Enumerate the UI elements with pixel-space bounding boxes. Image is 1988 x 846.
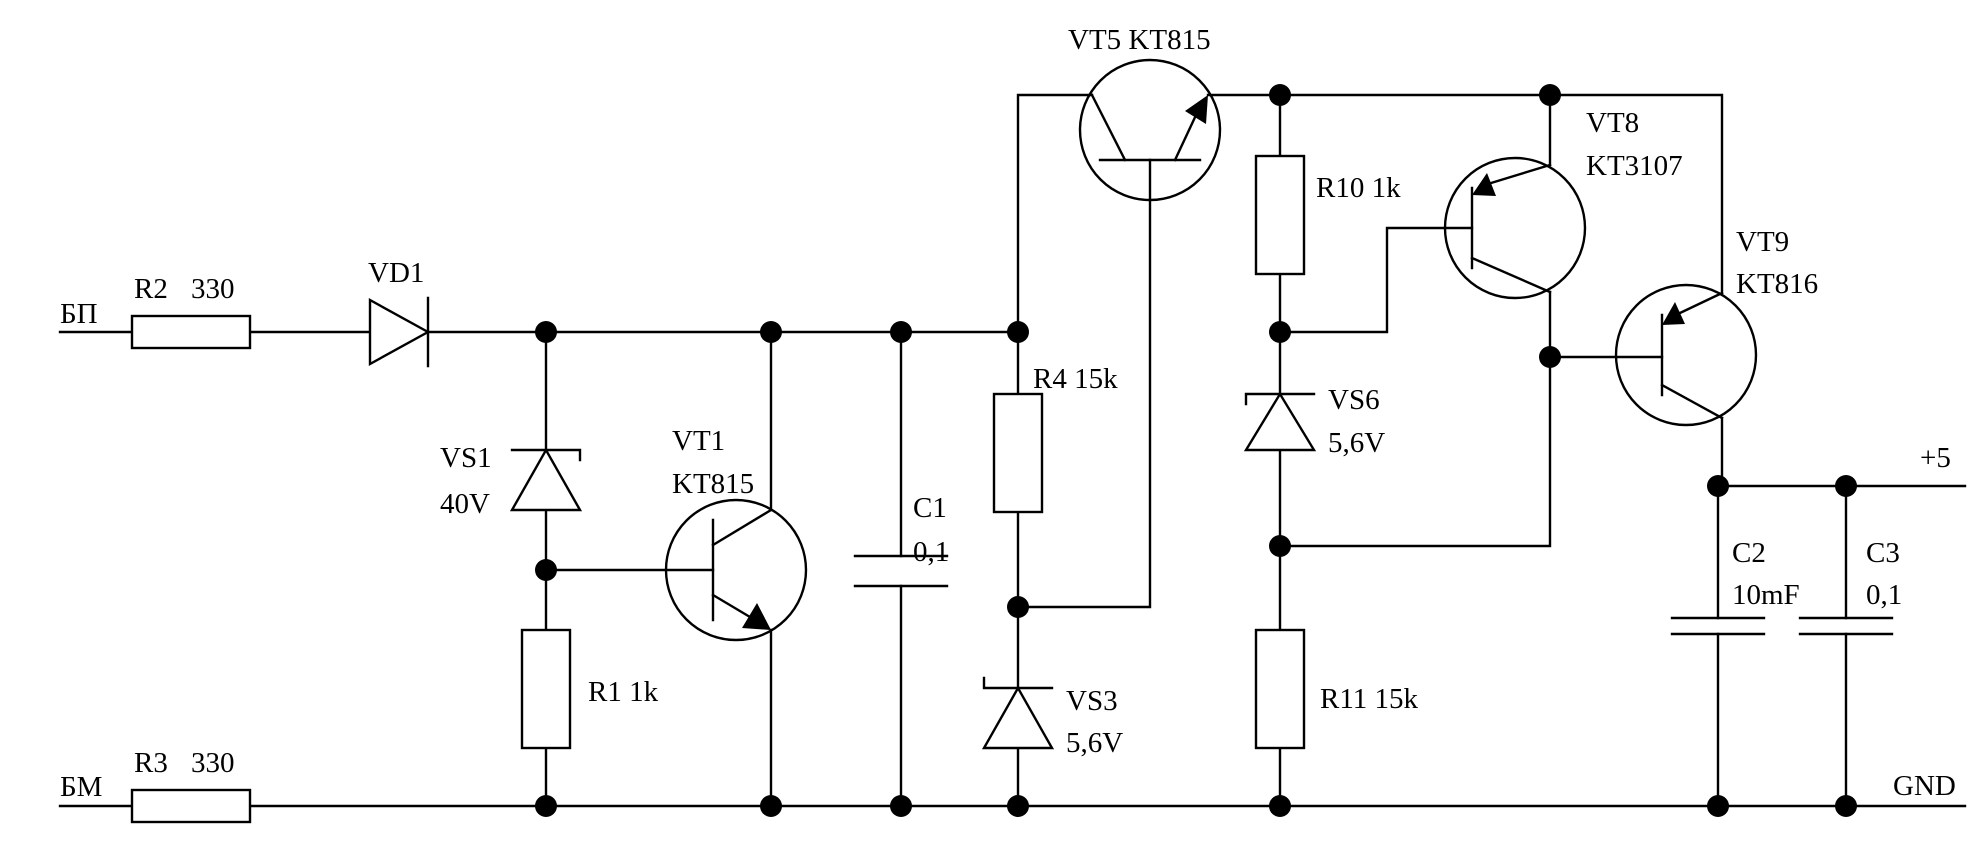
resistor-r2	[130, 314, 252, 350]
vt9-ref: VT9	[1736, 226, 1789, 258]
terminal-gnd-label: GND	[1893, 770, 1956, 802]
c3-ref: C3	[1866, 537, 1900, 569]
junction-dot	[1707, 475, 1729, 497]
junction-dot	[535, 795, 557, 817]
wire-vt5-emitter-rail	[1206, 93, 1724, 295]
c1-value: 0,1	[913, 536, 949, 568]
diode-vd1	[368, 296, 431, 368]
c2-value: 10mF	[1732, 579, 1800, 611]
vs3-ref: VS3	[1066, 685, 1118, 717]
c1-ref: C1	[913, 492, 947, 524]
wire-vt5-base	[1016, 158, 1152, 609]
c3-value: 0,1	[1866, 579, 1902, 611]
junctions	[535, 84, 1857, 817]
junction-dot	[1007, 596, 1029, 618]
labels: БП БМ +5 GND R2 330 R3 330 VD1 VS1 40V R…	[60, 24, 1956, 803]
vt1-ref: VT1	[672, 425, 725, 457]
resistor-r1	[520, 628, 572, 750]
r10-label: R10 1k	[1316, 172, 1401, 204]
resistor-r11	[1254, 628, 1306, 750]
junction-dot	[890, 321, 912, 343]
vs3-value: 5,6V	[1066, 727, 1123, 759]
vs6-ref: VS6	[1328, 384, 1380, 416]
wire-vt8-base	[1278, 226, 1474, 334]
vt1-value: KT815	[672, 468, 754, 500]
junction-dot	[1007, 321, 1029, 343]
r4-label: R4 15k	[1033, 363, 1118, 395]
junction-dot	[1269, 84, 1291, 106]
junction-dot	[1835, 475, 1857, 497]
vs1-ref: VS1	[440, 442, 492, 474]
zener-vs3	[981, 676, 1055, 750]
junction-dot	[760, 321, 782, 343]
transistor-vt1	[664, 498, 808, 642]
transistor-vt5	[1078, 58, 1222, 202]
vt8-ref: VT8	[1586, 107, 1639, 139]
r2-value: 330	[191, 273, 235, 305]
r2-ref: R2	[134, 273, 168, 305]
resistor-r4	[992, 392, 1044, 514]
vs6-value: 5,6V	[1328, 427, 1385, 459]
capacitor-c2	[1670, 616, 1766, 636]
junction-dot	[1539, 84, 1561, 106]
transistor-vt8	[1443, 156, 1587, 300]
zener-vs6	[1243, 391, 1317, 452]
terminal-plus5-label: +5	[1920, 442, 1951, 474]
wire-vt8-collector	[1278, 290, 1552, 548]
vt8-value: KT3107	[1586, 150, 1683, 182]
capacitor-c1	[853, 554, 949, 588]
junction-dot	[535, 321, 557, 343]
r3-value: 330	[191, 747, 235, 779]
junction-dot	[535, 559, 557, 581]
terminal-bm-label: БМ	[60, 771, 102, 803]
vt9-value: KT816	[1736, 268, 1818, 300]
resistor-r3	[130, 788, 252, 824]
junction-dot	[1269, 535, 1291, 557]
wire-vt5-collector	[1016, 93, 1094, 334]
vt5-label: VT5 KT815	[1068, 24, 1211, 56]
zener-vs1	[509, 447, 583, 512]
resistor-r10	[1254, 154, 1306, 276]
r11-label: R11 15k	[1320, 683, 1419, 715]
r1-label: R1 1k	[588, 676, 659, 708]
junction-dot	[1269, 321, 1291, 343]
vd1-ref: VD1	[368, 257, 424, 289]
capacitor-c3	[1798, 616, 1894, 636]
junction-dot	[1269, 795, 1291, 817]
junction-dot	[1539, 346, 1561, 368]
c2-ref: C2	[1732, 537, 1766, 569]
transistor-vt9	[1614, 283, 1758, 427]
junction-dot	[1835, 795, 1857, 817]
junction-dot	[760, 795, 782, 817]
wires	[58, 93, 1967, 808]
terminal-bp-label: БП	[60, 298, 98, 330]
r3-ref: R3	[134, 747, 168, 779]
junction-dot	[1707, 795, 1729, 817]
junction-dot	[890, 795, 912, 817]
vs1-value: 40V	[440, 488, 490, 520]
junction-dot	[1007, 795, 1029, 817]
